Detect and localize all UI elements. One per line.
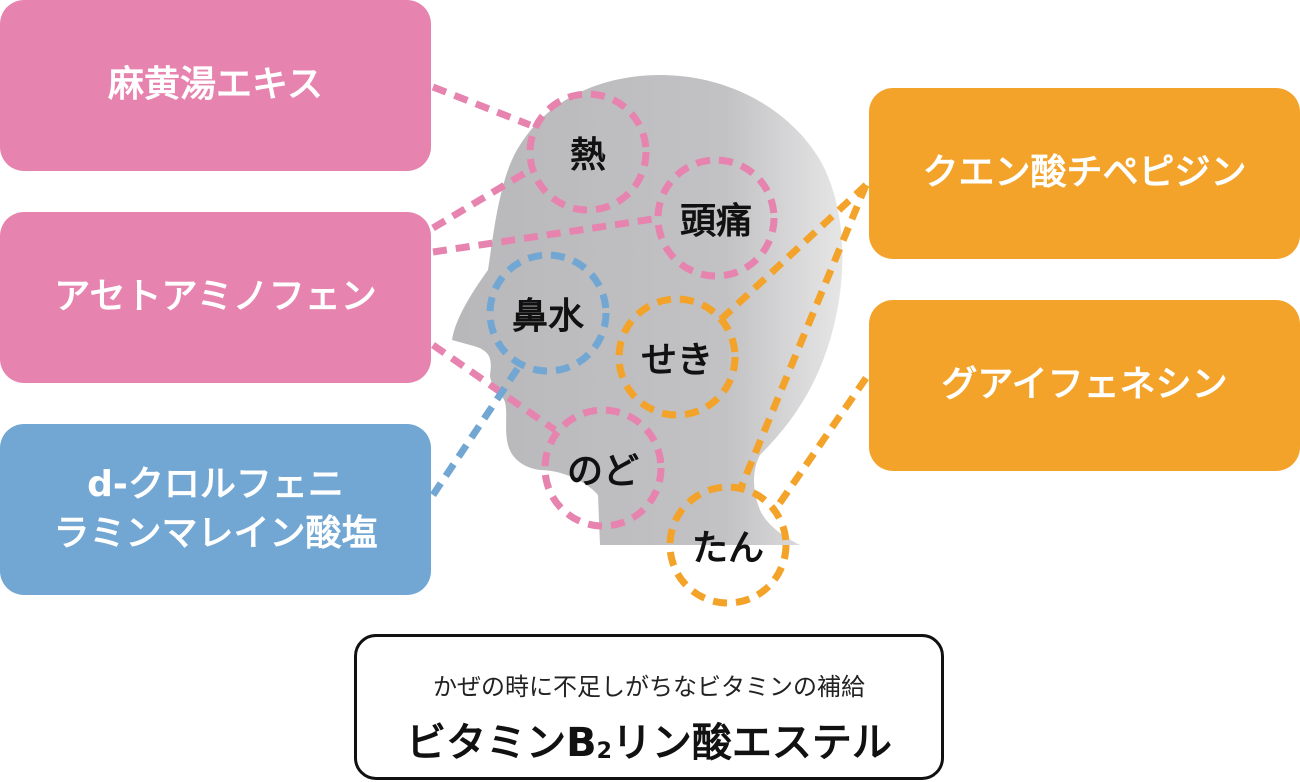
symptom-circles [486,90,790,607]
ingredient-tipepidine-label: クエン酸チペピジン [922,152,1247,194]
ingredient-chlorphenamine-line1: d-クロルフェニ [87,463,344,505]
symptom-cough: せき [640,340,714,381]
line-tipepidine-phlegm [736,183,870,492]
vitamin-subtitle: かぜの時に不足しがちなビタミンの補給 [433,673,865,701]
line-aceta-fever [431,166,532,232]
line-tipepidine-cough [712,182,869,328]
vitamin-title-subscript: 2 [596,739,612,764]
ingredient-acetaminophen-box: アセトアミノフェン [0,212,431,383]
line-maoto-fever [431,83,532,129]
symptom-throat: のど [566,451,640,492]
circle-cough [615,295,739,419]
ingredient-acetaminophen-label: アセトアミノフェン [54,276,377,318]
line-aceta-headache [432,214,661,256]
circle-throat [541,406,665,530]
circle-runny-nose [486,251,610,375]
circle-fever [526,90,650,214]
ingredient-chlorphenamine-box: d-クロルフェニ ラミンマレイン酸塩 [0,424,431,595]
vitamin-title-after: リン酸エステル [611,720,892,766]
circle-phlegm [666,483,790,607]
symptom-fever: 熱 [569,135,607,176]
ingredient-maoto-label: 麻黄湯エキス [108,64,323,106]
vitamin-title: ビタミンB2リン酸エステル [357,710,941,768]
ingredient-guaifenesin-label: グアイフェネシン [941,364,1228,406]
circle-headache [654,156,778,280]
symptom-phlegm: たん [691,528,765,569]
ingredient-tipepidine-box: クエン酸チペピジン [869,88,1300,259]
ingredient-guaifenesin-box: グアイフェネシン [869,300,1300,471]
connector-lines [430,83,870,512]
line-guaif-phlegm [772,376,869,512]
symptom-runny-nose: 鼻水 [511,296,585,337]
ingredient-chlorphenamine-line2: ラミンマレイン酸塩 [53,512,378,554]
line-aceta-throat [430,342,558,433]
ingredient-maoto-box: 麻黄湯エキス [0,0,431,171]
vitamin-title-before: ビタミンB [406,720,597,766]
line-chlor-nose [430,363,523,497]
symptom-headache: 頭痛 [679,201,753,242]
vitamin-info-box: かぜの時に不足しがちなビタミンの補給 ビタミンB2リン酸エステル [354,634,944,780]
